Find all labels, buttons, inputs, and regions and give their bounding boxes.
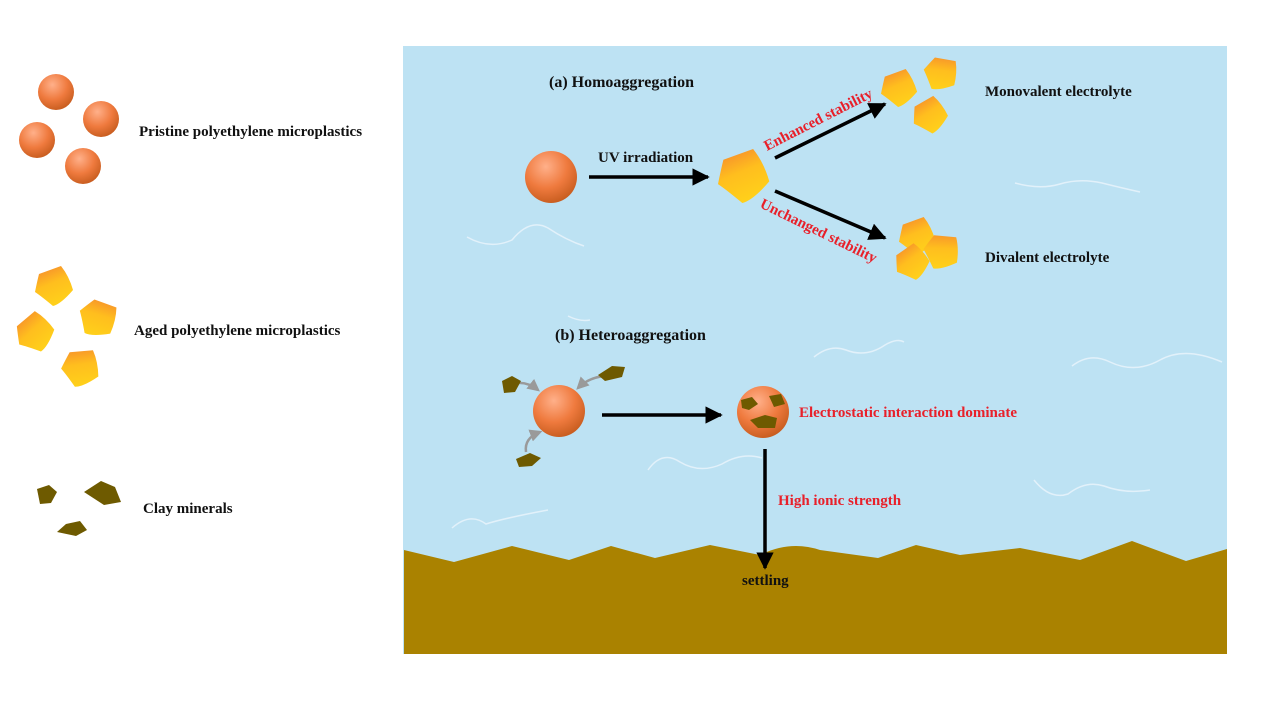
clay-flake-icon	[516, 453, 541, 467]
legend-aged-particles	[10, 266, 126, 392]
settling-label: settling	[742, 573, 789, 589]
legend-aged-label: Aged polyethylene microplastics	[134, 323, 341, 339]
pristine-particle-icon	[65, 148, 101, 184]
clay-flake-icon	[502, 376, 521, 393]
uv-label: UV irradiation	[598, 150, 694, 166]
aged-particle-icon	[35, 266, 73, 306]
clay-flake-icon	[598, 366, 625, 381]
aged-particle-icon	[70, 290, 126, 346]
pristine-particle-icon	[737, 386, 789, 438]
clay-flakes-approaching	[502, 366, 625, 467]
electrostatic-label: Electrostatic interaction dominate	[799, 405, 1017, 421]
pristine-particle-icon	[19, 122, 55, 158]
clay-flake-icon	[769, 394, 785, 407]
enhanced-stability-arrow	[774, 102, 887, 160]
pristine-particle-icon	[38, 74, 74, 110]
clay-flake-icon	[84, 481, 121, 505]
monovalent-label: Monovalent electrolyte	[985, 84, 1132, 100]
clay-flake-icon	[37, 485, 57, 504]
aged-particle-icon	[57, 343, 105, 392]
legend-pristine-particles	[19, 74, 119, 184]
clay-flake-icon	[750, 415, 777, 428]
clay-coated-particle	[737, 386, 789, 438]
aged-particle-icon	[10, 307, 60, 358]
sediment-layer	[404, 541, 1227, 654]
divalent-label: Divalent electrolyte	[985, 250, 1110, 266]
pristine-particle-icon	[83, 101, 119, 137]
legend-clay-label: Clay minerals	[143, 501, 233, 517]
pristine-particle-icon	[533, 385, 585, 437]
legend-clay-particles	[37, 481, 121, 536]
heteroaggregation-title: (b) Heteroaggregation	[555, 327, 706, 344]
unchanged-stability-arrow	[774, 189, 887, 240]
pristine-particle-icon	[525, 151, 577, 203]
homoaggregation-title: (a) Homoaggregation	[549, 74, 694, 91]
clay-flake-icon	[741, 397, 758, 410]
water-ripples	[451, 180, 1223, 529]
ionic-strength-label: High ionic strength	[778, 493, 902, 509]
clay-flake-icon	[57, 521, 87, 536]
legend-pristine-label: Pristine polyethylene microplastics	[139, 124, 362, 140]
